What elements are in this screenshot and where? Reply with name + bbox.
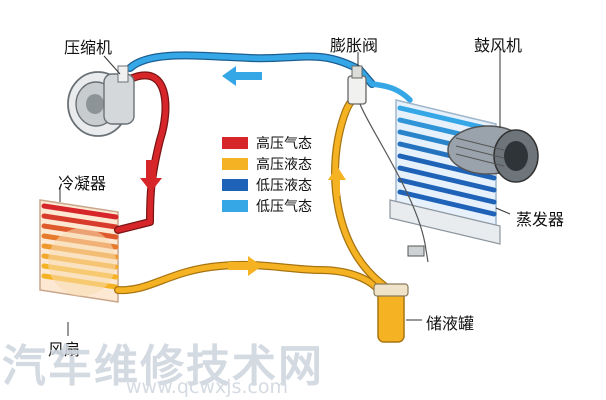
legend-label: 高压液态	[256, 156, 312, 173]
legend: 高压气态 高压液态 低压液态 低压气态	[222, 132, 312, 216]
legend-swatch-high-pressure-liquid	[222, 157, 248, 170]
label-evaporator: 蒸发器	[516, 210, 565, 229]
label-compressor: 压缩机	[64, 38, 113, 57]
fan	[48, 228, 116, 296]
label-condenser: 冷凝器	[58, 174, 107, 193]
watermark-text: 汽车维修技术网	[2, 341, 324, 392]
label-blower: 鼓风机	[474, 36, 523, 55]
expansion-valve	[347, 65, 429, 263]
flow-arrows	[140, 66, 346, 276]
pipe-high-pressure-liquid	[114, 94, 394, 296]
blower	[447, 125, 539, 183]
legend-item: 低压气态	[222, 195, 312, 216]
receiver-drier	[373, 283, 409, 343]
legend-swatch-low-pressure-gas	[222, 199, 248, 212]
legend-swatch-high-pressure-gas	[222, 136, 248, 149]
legend-swatch-low-pressure-liquid	[222, 178, 248, 191]
legend-label: 低压气态	[256, 198, 312, 215]
condenser	[39, 199, 119, 303]
label-receiver: 储液罐	[426, 314, 475, 333]
legend-item: 低压液态	[222, 174, 312, 195]
label-fan: 风扇	[48, 340, 81, 359]
legend-label: 高压气态	[256, 135, 312, 152]
leader-lines	[59, 48, 511, 336]
legend-item: 高压气态	[222, 132, 312, 153]
legend-label: 低压液态	[256, 177, 312, 194]
compressor	[67, 65, 135, 137]
label-expansion-valve: 膨胀阀	[330, 36, 379, 55]
legend-item: 高压液态	[222, 153, 312, 174]
pipe-low-pressure-gas	[126, 51, 413, 103]
watermark-url: www.qcwxjs.com	[126, 376, 289, 398]
